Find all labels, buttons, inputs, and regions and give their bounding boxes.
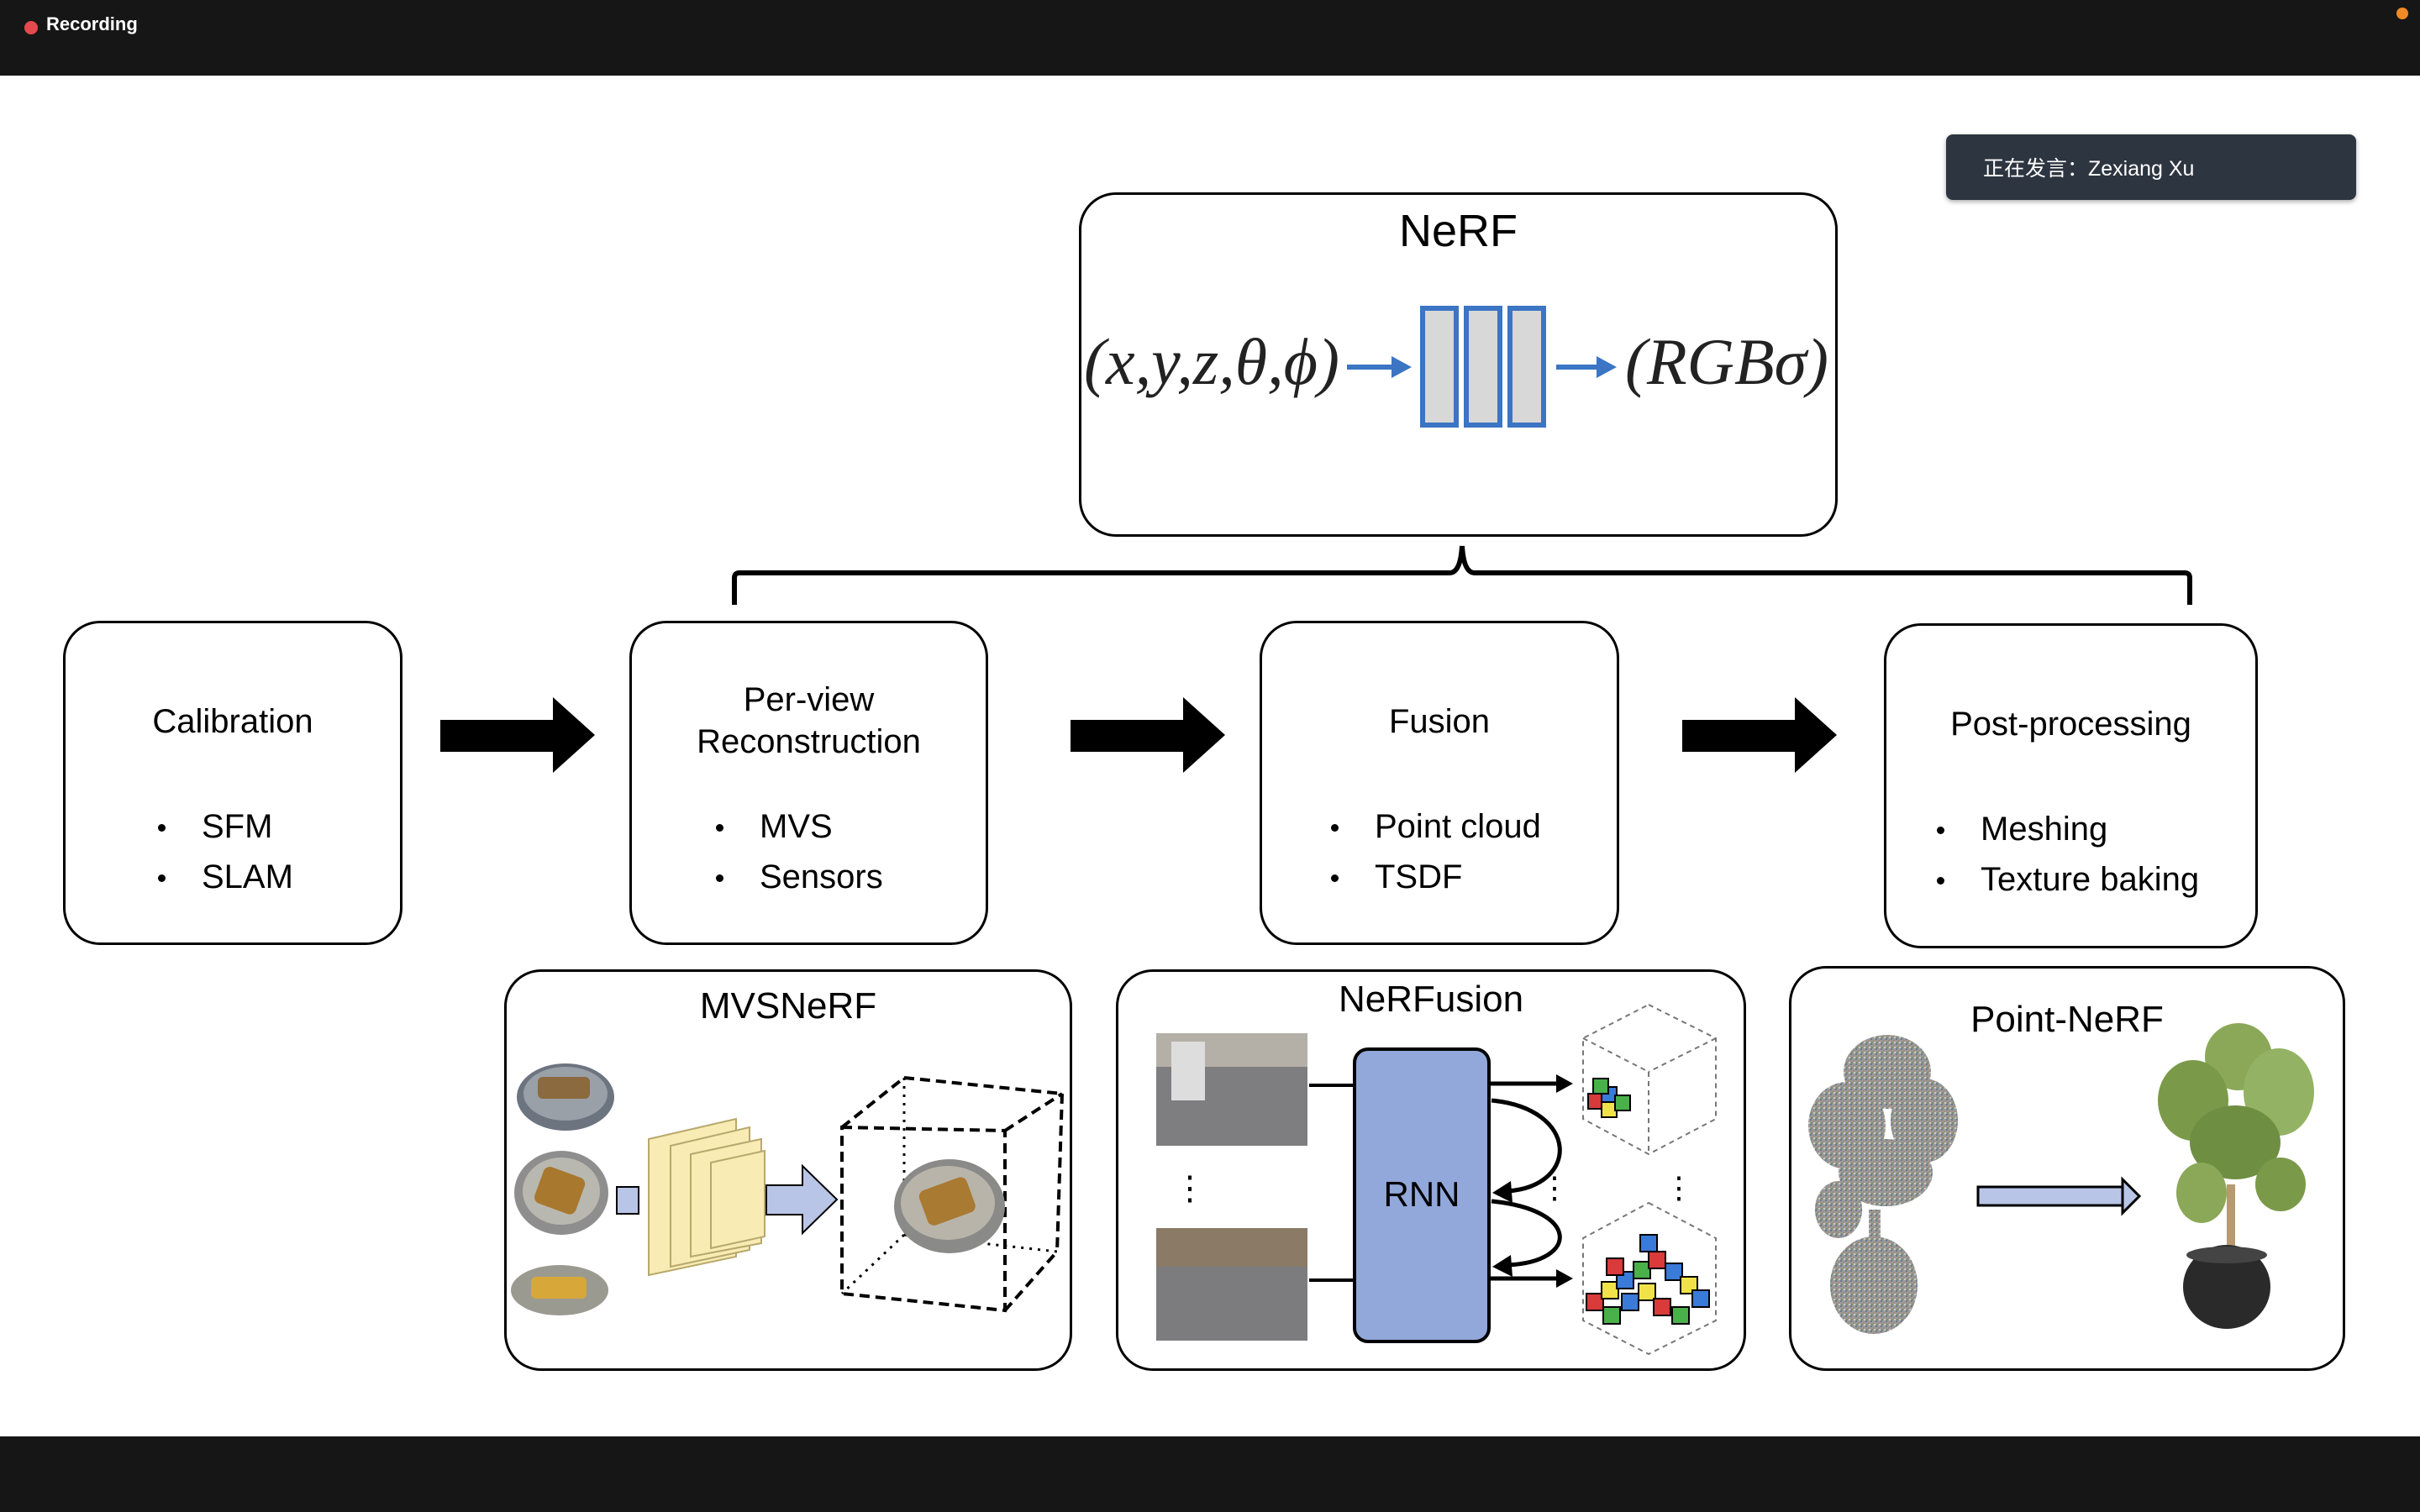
bullet-icon: [1937, 827, 1944, 834]
bottom-bar: [0, 1436, 2420, 1512]
bullet-icon: [1937, 877, 1944, 885]
stage-title-line-1: Per-view: [743, 681, 875, 718]
top-bar: Recording: [0, 0, 2420, 76]
panel-title: MVSNeRF: [699, 985, 877, 1026]
panel-title: NeRFusion: [1338, 979, 1524, 1020]
stage-title-line-2: Reconstruction: [697, 723, 921, 760]
bullet-icon: [716, 874, 723, 882]
panel-point-nerf: Point-NeRF: [1789, 966, 2345, 1371]
stage-arrow-2-icon: [1071, 697, 1225, 773]
stage-title: Calibration: [152, 703, 313, 740]
panel-nerfusion: NeRFusion: [1116, 969, 1746, 1371]
stage-calibration: Calibration SFM SLAM: [63, 621, 402, 945]
stage-per-view-reconstruction: Per-view Reconstruction MVS Sensors: [629, 621, 988, 945]
bullet-icon: [1331, 824, 1339, 832]
panel-title: Point-NeRF: [1970, 999, 2164, 1040]
bullet-icon: [158, 874, 166, 882]
bullet-icon: [1331, 874, 1339, 882]
stage-title: Fusion: [1388, 703, 1491, 740]
stage-arrow-1-icon: [440, 697, 595, 773]
stage-title: Post-processing: [1950, 706, 2191, 743]
active-speaker-label: 正在发言：Zexiang Xu: [1983, 157, 2195, 181]
stage-fusion: Fusion Point cloud TSDF: [1260, 621, 1619, 945]
stage-arrow-3-icon: [1682, 697, 1837, 773]
active-speaker-badge: 正在发言：Zexiang Xu: [1946, 134, 2356, 200]
bullet-icon: [158, 824, 166, 832]
recording-dot-icon: [24, 21, 38, 34]
bracket-icon: [732, 545, 2192, 605]
stage-post-processing: Post-processing Meshing Texture baking: [1884, 623, 2258, 948]
nerf-title: NeRF: [1398, 206, 1518, 256]
recording-label: Recording: [46, 13, 138, 34]
nerf-box: NeRF: [1079, 192, 1838, 537]
status-dot-icon: [2396, 8, 2408, 19]
bullet-icon: [716, 824, 723, 832]
panel-mvsnerf: MVSNeRF: [504, 969, 1072, 1371]
